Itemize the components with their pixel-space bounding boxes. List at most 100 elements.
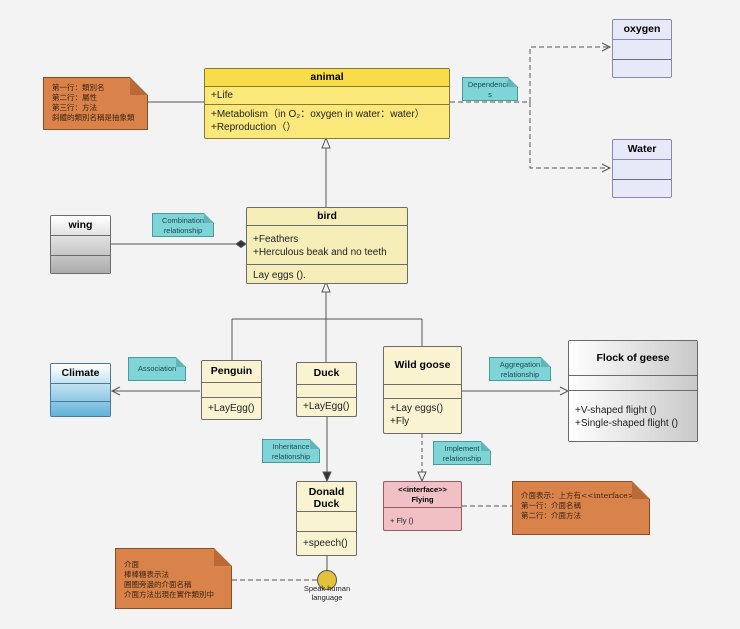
association-arrow	[110, 386, 121, 396]
operation: +Reproduction（）	[211, 122, 297, 133]
class-name: wing	[51, 216, 110, 236]
class-name: Duck	[297, 363, 356, 385]
note-fold	[130, 77, 148, 95]
note-line: 第三行：方法	[52, 103, 97, 112]
interface-flying[interactable]: <<interface>> Flying + Fly ()	[383, 481, 462, 531]
operation: Lay eggs ().	[253, 270, 306, 281]
class-name: oxygen	[613, 20, 671, 40]
tag-label: Implement relationship	[442, 444, 482, 463]
attribute: +Feathers	[253, 234, 299, 245]
attribute: +Herculous beak and no teeth	[253, 247, 387, 258]
class-operations: +Metabolism（in O₂：oxygen in water：water）…	[205, 104, 449, 136]
class-operations	[51, 401, 110, 416]
tag-fold	[204, 213, 214, 223]
class-operations: Lay eggs ().	[247, 264, 407, 283]
note-class-legend: 第一行：類別名 第二行：屬性 第三行：方法 斜體的類別名稱是抽象類	[43, 77, 148, 130]
class-operations: + Fly ()	[384, 508, 461, 529]
note-lollipop-legend: 介面 棒棒糖表示法 圓圈旁邊的介面名稱 介面方法出現在實作類別中	[115, 548, 232, 609]
note-line: 斜體的類別名稱是抽象類	[52, 113, 135, 122]
dependency-line-water	[529, 102, 610, 169]
dependency-arrow-oxygen	[601, 42, 612, 52]
class-bird[interactable]: bird +Feathers +Herculous beak and no te…	[246, 207, 408, 284]
class-penguin[interactable]: Penguin +LayEgg()	[201, 360, 262, 420]
class-operations: +speech()	[297, 531, 356, 552]
note-fold	[214, 548, 232, 566]
class-name: Flock of geese	[569, 341, 697, 376]
class-operations: +LayEgg()	[202, 397, 261, 417]
class-oxygen[interactable]: oxygen	[612, 19, 672, 78]
class-name: Water	[613, 140, 671, 160]
tag-combination: Combination relationship	[152, 213, 214, 237]
operation: +Fly	[390, 416, 410, 427]
class-operations	[613, 179, 671, 197]
lollipop-interface-icon	[317, 570, 337, 590]
tag-fold	[481, 441, 491, 451]
class-name: Penguin	[202, 361, 261, 383]
note-line: 第二行：介面方法	[521, 511, 581, 520]
operation: + Fly ()	[390, 516, 414, 525]
class-attributes	[202, 383, 261, 397]
dependency-arrow-water	[601, 163, 612, 173]
interface-header: <<interface>> Flying	[384, 482, 461, 508]
tag-fold	[508, 77, 518, 87]
note-interface-legend: 介面表示：上方有<<interface>> 第一行：介面名稱 第二行：介面方法	[512, 481, 650, 535]
class-name: bird	[247, 208, 407, 226]
stereotype: <<interface>>	[398, 485, 447, 494]
note-line: 介面	[124, 560, 139, 569]
class-donald-duck[interactable]: Donald Duck +speech()	[296, 481, 357, 556]
class-water[interactable]: Water	[612, 139, 672, 198]
class-attributes	[51, 384, 110, 401]
lollipop-label: Speak human language	[303, 584, 351, 602]
note-line: 第一行：介面名稱	[521, 501, 581, 510]
gradient-bg	[51, 364, 110, 416]
class-name: animal	[205, 69, 449, 87]
class-flock-of-geese[interactable]: Flock of geese +V-shaped flight () +Sing…	[568, 340, 698, 442]
class-climate[interactable]: Climate	[50, 363, 111, 417]
arrow-duck-donald	[322, 471, 332, 483]
note-line: 第一行：類別名	[52, 83, 105, 92]
class-attributes	[613, 160, 671, 179]
class-wing[interactable]: wing	[50, 215, 111, 274]
tag-label: Dependencies	[467, 80, 513, 99]
operation: +V-shaped flight ()	[575, 405, 657, 416]
gradient-bg	[51, 216, 110, 273]
operation: +LayEgg()	[208, 403, 255, 414]
class-attributes	[384, 385, 461, 398]
class-name: Wild goose	[384, 347, 461, 385]
tag-inheritance: Inheritance relationship	[262, 439, 320, 463]
class-operations	[51, 255, 110, 273]
class-duck[interactable]: Duck +LayEgg()	[296, 362, 357, 417]
class-animal[interactable]: animal +Life +Metabolism（in O₂：oxygen in…	[204, 68, 450, 139]
class-operations	[613, 59, 671, 77]
class-attributes: +Feathers +Herculous beak and no teeth	[247, 226, 407, 264]
class-attributes	[569, 376, 697, 390]
tag-dependencies: Dependencies	[462, 77, 518, 101]
note-line: 介面表示：上方有<<interface>>	[521, 491, 641, 500]
operation: +LayEgg()	[303, 401, 350, 412]
note-line: 圓圈旁邊的介面名稱	[124, 580, 192, 589]
tag-label: Inheritance relationship	[271, 442, 311, 461]
dependency-line-oxygen	[450, 46, 610, 103]
tag-aggregation: Aggregation relationship	[489, 357, 551, 381]
attribute: +Life	[211, 90, 233, 101]
note-line: 介面方法出現在實作類別中	[124, 590, 214, 599]
tag-fold	[310, 439, 320, 449]
operation: +Single-shaped flight ()	[575, 418, 679, 429]
gradient-bg	[569, 341, 697, 441]
inheritance-arrow-head	[321, 136, 331, 149]
class-operations: +LayEgg()	[297, 397, 356, 415]
class-attributes	[297, 385, 356, 397]
tag-association: Association	[128, 357, 186, 381]
aggregation-arrow	[559, 386, 570, 396]
realization-arrow-head	[417, 471, 427, 483]
composition-diamond	[235, 239, 247, 249]
class-operations: +Lay eggs() +Fly	[384, 398, 461, 430]
note-line: 第二行：屬性	[52, 93, 97, 102]
note-fold	[632, 481, 650, 499]
class-wildgoose[interactable]: Wild goose +Lay eggs() +Fly	[383, 346, 462, 434]
class-operations: +V-shaped flight () +Single-shaped fligh…	[569, 390, 697, 432]
tag-label: Association	[137, 364, 177, 373]
tag-implement: Implement relationship	[433, 441, 491, 465]
inheritance-arrow-head	[321, 280, 331, 293]
operation: +Lay eggs()	[390, 403, 444, 414]
